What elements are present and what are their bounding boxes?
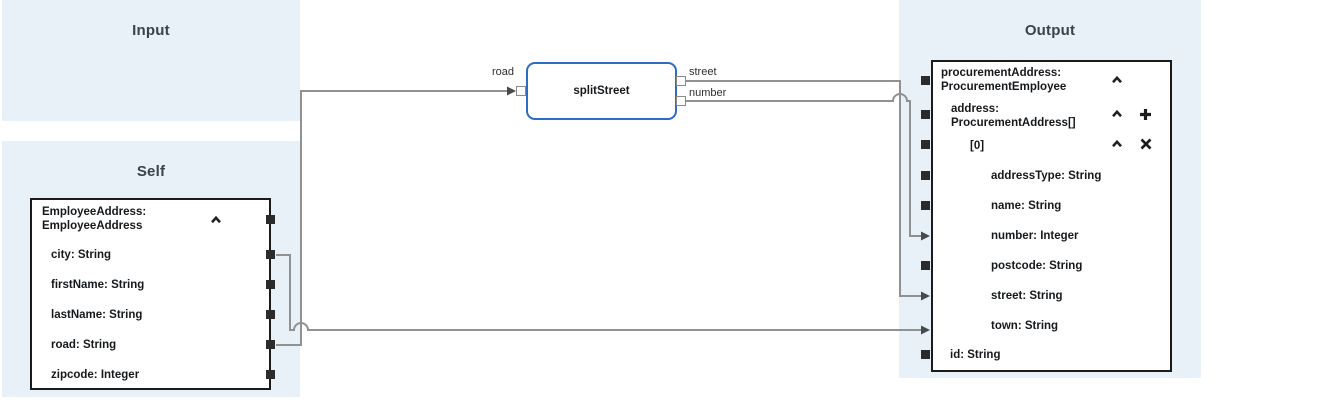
port-splitstreet-output-number[interactable] [676, 96, 686, 106]
connector-output-index0[interactable] [921, 140, 930, 149]
add-address-item-button[interactable] [1139, 108, 1152, 124]
connector-self-zipcode[interactable] [266, 370, 275, 379]
collapse-procurementaddress-button[interactable] [1110, 74, 1124, 88]
output-row-addresstype[interactable]: addressType: String [991, 170, 1102, 182]
chevron-up-icon [1110, 107, 1124, 124]
output-row-procurementaddress-line2: ProcurementEmployee [941, 81, 1067, 93]
chevron-up-icon [1110, 73, 1124, 90]
port-label-street: street [689, 66, 717, 78]
self-panel-title: Self [136, 163, 166, 180]
chevron-up-icon [209, 213, 223, 230]
connector-output-name[interactable] [921, 201, 930, 210]
connector-self-firstname[interactable] [266, 280, 275, 289]
connector-output-address[interactable] [921, 110, 930, 119]
transform-splitstreet[interactable]: splitStreet [526, 62, 677, 120]
port-label-road: road [491, 66, 514, 78]
arrowhead-output-street [921, 291, 930, 301]
field-row-firstname[interactable]: firstName: String [51, 279, 145, 291]
connector-self-lastname[interactable] [266, 310, 275, 319]
output-row-index0[interactable]: [0] [970, 140, 985, 152]
field-row-road[interactable]: road: String [51, 339, 117, 351]
connector-output-id[interactable] [921, 350, 930, 359]
output-row-id[interactable]: id: String [950, 349, 1001, 361]
output-target-box[interactable]: procurementAddress: ProcurementEmployee … [931, 60, 1172, 372]
field-row-zipcode[interactable]: zipcode: Integer [51, 369, 140, 381]
port-label-number: number [689, 87, 727, 99]
collapse-employeeaddress-button[interactable] [209, 214, 223, 228]
output-row-street[interactable]: street: String [991, 290, 1063, 302]
output-row-postcode[interactable]: postcode: String [991, 260, 1083, 272]
arrowhead-output-number [921, 231, 930, 241]
output-row-address-line2: ProcurementAddress[] [951, 117, 1076, 129]
output-row-address-line1: address: [951, 103, 999, 115]
self-box-header-line2: EmployeeAddress [42, 220, 143, 232]
self-source-box[interactable]: EmployeeAddress: EmployeeAddress city: S… [30, 198, 271, 390]
self-box-header-line1: EmployeeAddress: [42, 206, 147, 218]
output-row-procurementaddress-line1: procurementAddress: [941, 67, 1062, 79]
port-splitstreet-input-road[interactable] [516, 86, 526, 96]
plus-icon [1139, 108, 1152, 124]
connection-number-to-number[interactable] [686, 93, 922, 237]
port-splitstreet-output-street[interactable] [676, 76, 686, 86]
connector-self-city[interactable] [266, 250, 275, 259]
output-row-name[interactable]: name: String [991, 200, 1062, 212]
connector-output-procurementaddress[interactable] [921, 76, 930, 85]
transform-name: splitStreet [573, 85, 630, 97]
remove-index0-button[interactable] [1140, 138, 1152, 153]
field-row-city[interactable]: city: String [51, 249, 112, 261]
collapse-index0-button[interactable] [1110, 138, 1124, 152]
output-row-address[interactable]: address: ProcurementAddress[] [951, 102, 1076, 130]
input-panel-title: Input [132, 22, 170, 39]
input-panel: Input [2, 0, 300, 121]
arrowhead-output-town [921, 325, 930, 335]
output-row-number[interactable]: number: Integer [991, 230, 1079, 242]
chevron-up-icon [1110, 137, 1124, 154]
connection-city-to-town[interactable] [276, 254, 922, 331]
connector-self-road[interactable] [266, 340, 275, 349]
connector-output-addresstype[interactable] [921, 171, 930, 180]
connector-output-postcode[interactable] [921, 261, 930, 270]
x-icon [1140, 138, 1152, 153]
field-row-lastname[interactable]: lastName: String [51, 309, 143, 321]
output-row-town[interactable]: town: String [991, 320, 1059, 332]
connector-self-employeeaddress[interactable] [266, 215, 275, 224]
output-panel-title: Output [1024, 22, 1076, 39]
connection-street-to-street[interactable] [686, 80, 922, 297]
self-box-header[interactable]: EmployeeAddress: EmployeeAddress [42, 205, 146, 233]
arrowhead-splitstreet-road-input [507, 86, 516, 96]
collapse-address-button[interactable] [1110, 108, 1124, 122]
output-row-procurementaddress[interactable]: procurementAddress: ProcurementEmployee [941, 66, 1066, 94]
connection-road-to-splitstreet[interactable] [276, 90, 508, 346]
